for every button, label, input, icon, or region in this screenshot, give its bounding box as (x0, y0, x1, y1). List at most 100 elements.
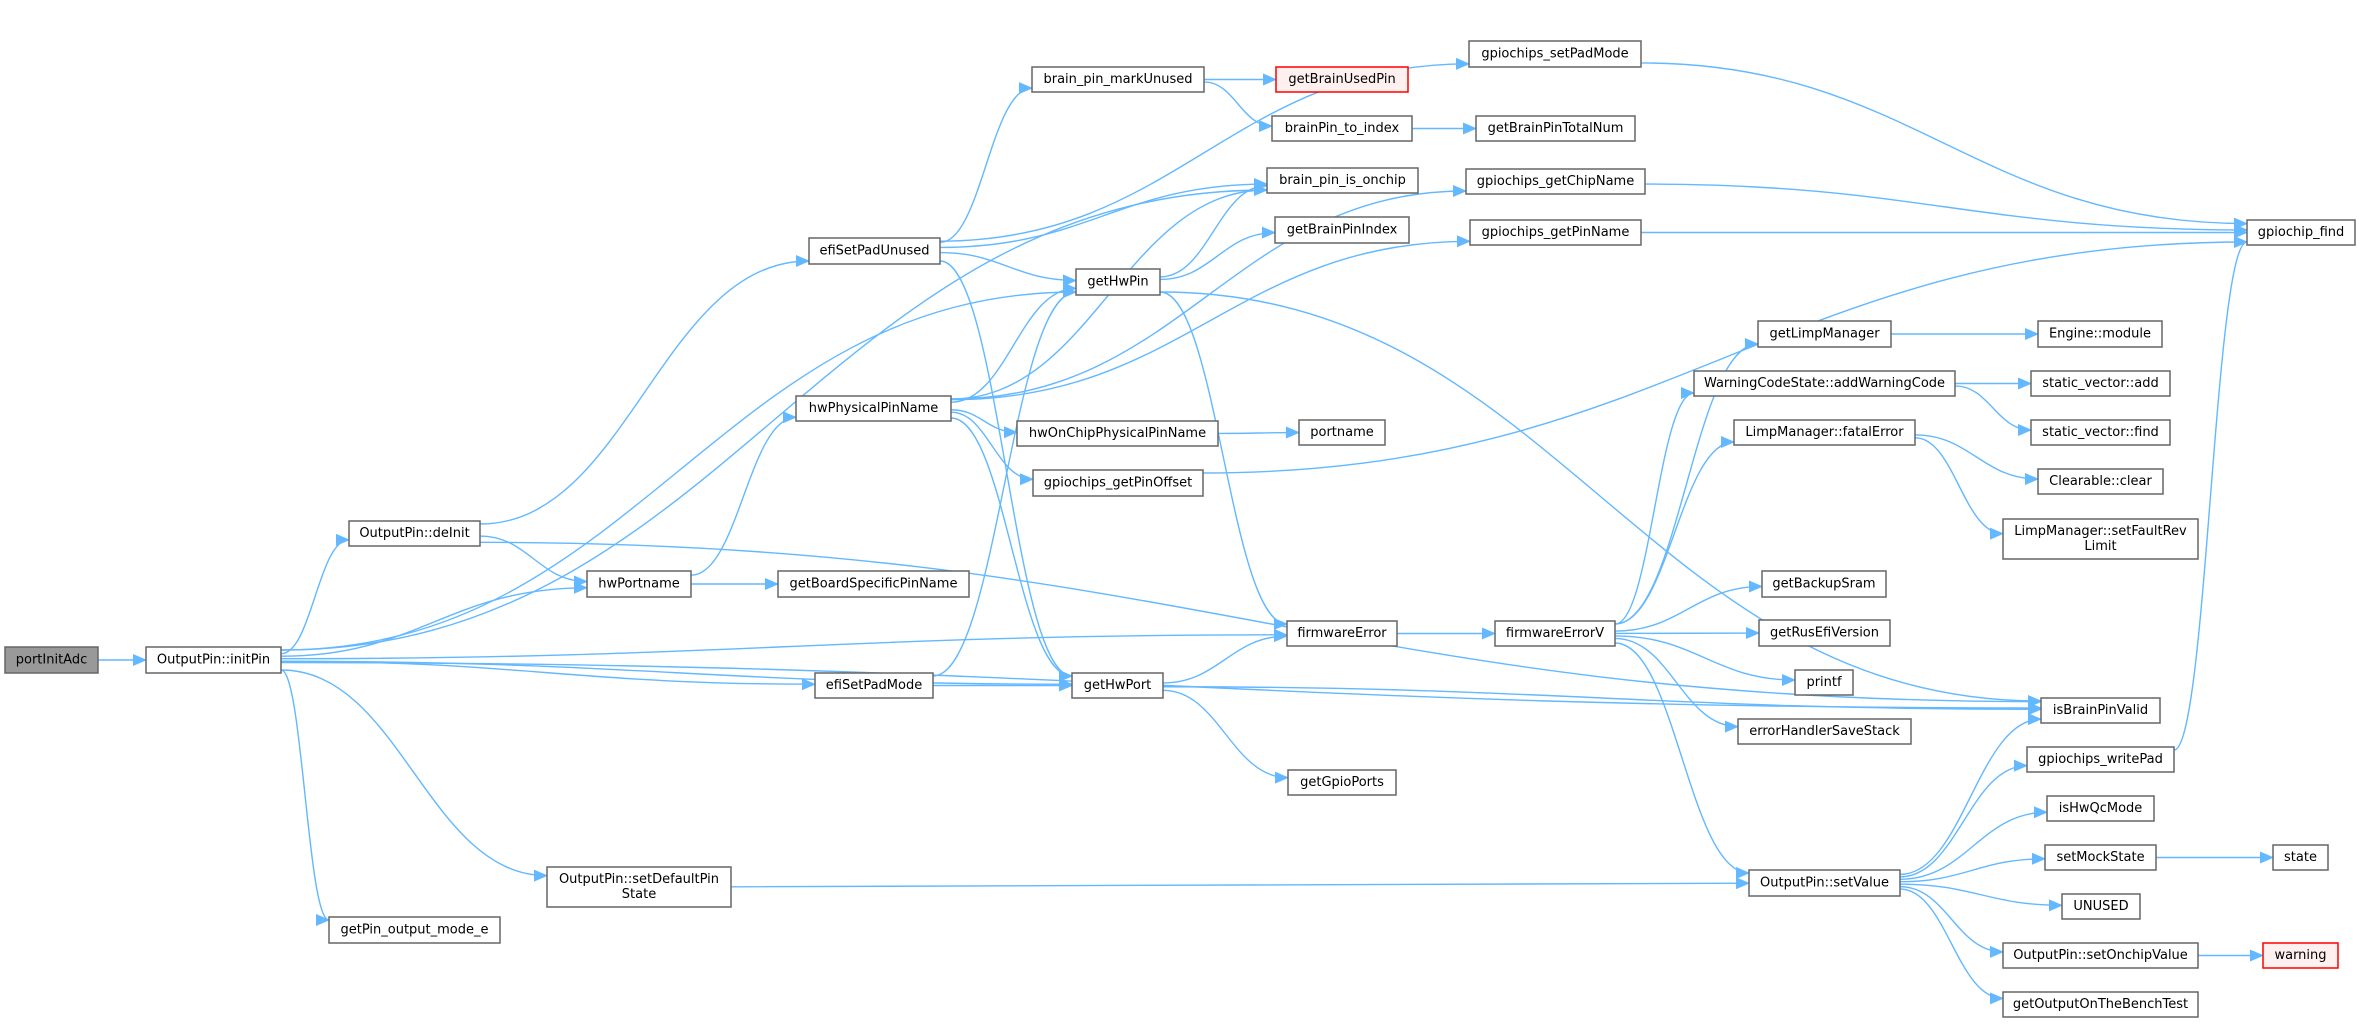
node-get-hw-port[interactable]: getHwPort (1071, 672, 1164, 699)
edge-init-pin-to-de-init (280, 533, 350, 655)
node-get-board-specific-pin-name[interactable]: getBoardSpecificPinName (777, 570, 970, 598)
edge-firmware-error-v-to-add-warning-code (1614, 387, 1695, 625)
node-gpiochip-find[interactable]: gpiochip_find (2246, 219, 2356, 246)
edge-get-hw-pin-to-brain-pin-is-onchip (1159, 179, 1268, 278)
node-efi-set-pad-mode[interactable]: efiSetPadMode (814, 672, 934, 699)
edge-efi-set-pad-unused-to-brain-pin-mark-unused (939, 82, 1033, 244)
edge-firmware-error-v-to-error-handler-save-stack (1614, 637, 1739, 733)
node-label: brainPin_to_index (1285, 121, 1400, 136)
node-de-init[interactable]: OutputPin::deInit (348, 520, 481, 547)
node-box (1794, 669, 1854, 696)
node-get-pin-output-mode-e[interactable]: getPin_output_mode_e (328, 916, 501, 944)
node-is-hw-qc-mode[interactable]: isHwQcMode (2046, 795, 2155, 822)
edge-init-pin-to-firmware-error (280, 628, 1288, 660)
node-box (777, 570, 970, 598)
node-box (1287, 769, 1397, 796)
node-get-brain-pin-total-num[interactable]: getBrainPinTotalNum (1475, 115, 1636, 142)
node-brain-pin-mark-unused[interactable]: brain_pin_markUnused (1031, 66, 1205, 93)
node-set-value[interactable]: OutputPin::setValue (1748, 869, 1901, 897)
node-hw-portname[interactable]: hwPortname (586, 570, 692, 598)
node-clear[interactable]: Clearable::clear (2037, 468, 2164, 495)
node-firmware-error-v[interactable]: firmwareErrorV (1494, 620, 1616, 647)
node-label: brain_pin_is_onchip (1279, 173, 1406, 188)
node-label: gpiochips_getPinOffset (1044, 476, 1192, 491)
node-box (1298, 419, 1386, 446)
node-box (2061, 893, 2141, 920)
node-brain-pin-to-index[interactable]: brainPin_to_index (1271, 115, 1413, 142)
edge-init-pin-to-hw-portname (280, 581, 588, 657)
node-label: OutputPin::setDefaultPin (559, 872, 719, 887)
node-unused[interactable]: UNUSED (2061, 893, 2141, 920)
node-label: isHwQcMode (2059, 801, 2143, 816)
node-label: gpiochips_writePad (2038, 752, 2163, 767)
node-port-init-adc[interactable]: portInitAdc (4, 646, 99, 674)
node-box (4, 646, 99, 674)
edge-init-pin-to-get-hw-pin (280, 286, 1077, 651)
node-get-brain-used-pin[interactable]: getBrainUsedPin (1275, 66, 1409, 93)
node-box (2002, 942, 2199, 969)
node-init-pin[interactable]: OutputPin::initPin (145, 646, 282, 674)
node-box (2046, 795, 2155, 822)
node-get-hw-pin[interactable]: getHwPin (1075, 268, 1161, 296)
node-get-rus-efi-version[interactable]: getRusEfiVersion (1758, 619, 1891, 647)
node-label: getGpioPorts (1300, 775, 1384, 790)
node-add-warning-code[interactable]: WarningCodeState::addWarningCode (1693, 370, 1956, 397)
node-error-handler-save-stack[interactable]: errorHandlerSaveStack (1737, 718, 1912, 745)
node-brain-pin-is-onchip[interactable]: brain_pin_is_onchip (1266, 167, 1419, 194)
edge-get-hw-pin-to-firmware-error (1159, 291, 1288, 630)
node-set-mock-state[interactable]: setMockState (2044, 844, 2157, 871)
node-gpiochips-get-chip-name[interactable]: gpiochips_getChipName (1465, 168, 1646, 195)
node-box (1693, 370, 1956, 397)
edge-hw-physical-pin-name-to-get-hw-pin (950, 282, 1077, 403)
node-label: static_vector::add (2042, 376, 2158, 391)
node-sv-add[interactable]: static_vector::add (2030, 370, 2171, 397)
node-box (1758, 619, 1891, 647)
node-box (2044, 844, 2157, 871)
node-label: getOutputOnTheBenchTest (2013, 997, 2188, 1012)
edge-gpiochips-set-pad-mode-to-gpiochip-find (1640, 62, 2248, 230)
node-gpiochips-get-pin-name[interactable]: gpiochips_getPinName (1469, 219, 1642, 246)
node-state[interactable]: state (2272, 844, 2329, 871)
node-label: getPin_output_mode_e (341, 923, 489, 938)
node-hw-on-chip-physical-pin-name[interactable]: hwOnChipPhysicalPinName (1016, 420, 1219, 447)
edge-get-hw-pin-to-get-brain-pin-index (1159, 226, 1276, 281)
node-get-limp-manager[interactable]: getLimpManager (1757, 320, 1892, 348)
node-efi-set-pad-unused[interactable]: efiSetPadUnused (808, 237, 941, 265)
node-label: gpiochips_setPadMode (1481, 47, 1628, 62)
node-get-output-on-the-bench-test[interactable]: getOutputOnTheBenchTest (2002, 991, 2199, 1018)
node-box (795, 395, 952, 422)
node-box (2246, 219, 2356, 246)
node-gpiochips-set-pad-mode[interactable]: gpiochips_setPadMode (1468, 40, 1642, 68)
node-warning[interactable]: warning (2262, 942, 2339, 969)
node-hw-physical-pin-name[interactable]: hwPhysicalPinName (795, 395, 952, 422)
node-box (1266, 167, 1419, 194)
edge-de-init-to-is-brain-pin-valid (479, 541, 2042, 708)
node-gpiochips-write-pad[interactable]: gpiochips_writePad (2026, 746, 2175, 773)
node-get-backup-sram[interactable]: getBackupSram (1761, 570, 1887, 598)
node-gpiochips-get-pin-offset[interactable]: gpiochips_getPinOffset (1032, 469, 1204, 497)
edge-de-init-to-efi-set-pad-unused (479, 255, 810, 525)
node-sv-find[interactable]: static_vector::find (2030, 419, 2171, 446)
node-set-onchip-value[interactable]: OutputPin::setOnchipValue (2002, 942, 2199, 969)
node-is-brain-pin-valid[interactable]: isBrainPinValid (2040, 697, 2161, 724)
node-fatal-error[interactable]: LimpManager::fatalError (1733, 419, 1916, 446)
node-engine-module[interactable]: Engine::module (2037, 320, 2163, 348)
node-portname[interactable]: portname (1298, 419, 1386, 446)
node-label: OutputPin::setValue (1760, 876, 1889, 891)
node-label: getLimpManager (1769, 327, 1880, 342)
edge-hw-portname-to-hw-physical-pin-name (690, 411, 797, 576)
node-label: firmwareError (1297, 626, 1387, 641)
node-get-brain-pin-index[interactable]: getBrainPinIndex (1274, 216, 1410, 244)
node-label: efiSetPadMode (826, 678, 922, 693)
edge-firmware-error-v-to-printf (1614, 635, 1796, 687)
node-box (1748, 869, 1901, 897)
edge-add-warning-code-to-sv-find (1954, 385, 2032, 437)
node-printf[interactable]: printf (1794, 669, 1854, 696)
node-get-gpio-ports[interactable]: getGpioPorts (1287, 769, 1397, 796)
edge-fatal-error-to-set-fault-rev-limit (1914, 437, 2004, 540)
node-firmware-error[interactable]: firmwareError (1286, 620, 1398, 647)
